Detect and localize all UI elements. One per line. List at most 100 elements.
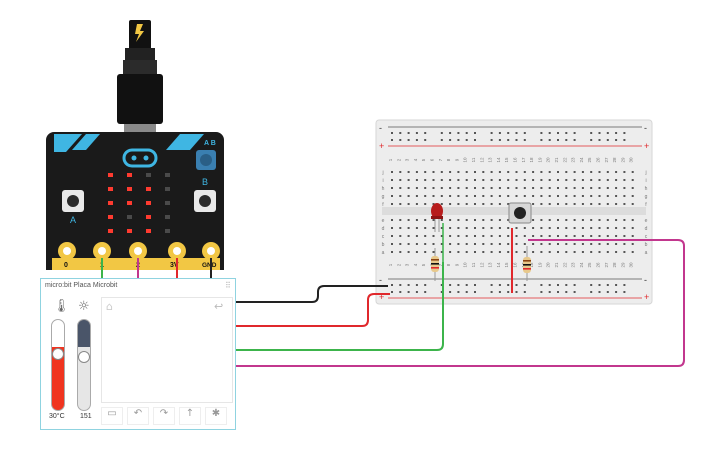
temperature-slider[interactable] bbox=[51, 319, 65, 411]
column-number: 4 bbox=[413, 158, 418, 161]
row-letter: d bbox=[382, 226, 385, 232]
column-number: 5 bbox=[421, 263, 426, 266]
row-letter: c bbox=[645, 234, 648, 240]
panel-drag-handle[interactable]: ⠿ bbox=[225, 281, 231, 290]
thermometer-icon: 🌡 bbox=[53, 299, 70, 314]
column-number: 1 bbox=[388, 263, 393, 266]
gesture-freefall-button[interactable]: ✱ bbox=[205, 407, 227, 425]
light-slider[interactable] bbox=[77, 319, 91, 411]
rotate-icon[interactable]: ↩ bbox=[214, 300, 224, 313]
column-number: 10 bbox=[463, 157, 468, 163]
column-number: 8 bbox=[446, 263, 451, 266]
led-0-4 bbox=[108, 229, 113, 233]
column-number: 20 bbox=[546, 262, 551, 268]
pushbutton[interactable] bbox=[508, 202, 532, 224]
column-number: 26 bbox=[596, 262, 601, 268]
led-matrix bbox=[108, 173, 170, 233]
pin-gnd-label: GND bbox=[202, 262, 217, 269]
led-1-1 bbox=[127, 187, 132, 191]
column-number: 7 bbox=[438, 158, 443, 161]
panel-title: micro:bit Placa Microbit bbox=[45, 282, 118, 289]
top-rail-minus: - bbox=[379, 123, 382, 133]
light-value: 151 bbox=[80, 413, 92, 420]
column-number: 5 bbox=[421, 158, 426, 161]
svg-text:A: A bbox=[70, 215, 76, 225]
gesture-tilt-left-button[interactable]: ↶ bbox=[127, 407, 149, 425]
gesture-face-up-button[interactable]: ↑ bbox=[179, 407, 201, 425]
gesture-shake-button[interactable]: ▭ bbox=[101, 407, 123, 425]
column-number: 9 bbox=[454, 158, 459, 161]
column-number: 22 bbox=[562, 262, 567, 268]
svg-text:+: + bbox=[644, 292, 649, 302]
led-2-2 bbox=[146, 201, 151, 205]
row-letter: i bbox=[382, 178, 383, 184]
row-letter: e bbox=[382, 218, 385, 224]
row-letter: j bbox=[644, 170, 646, 176]
column-number: 14 bbox=[496, 262, 501, 268]
column-number: 16 bbox=[513, 262, 518, 268]
led-2-1 bbox=[146, 187, 151, 191]
row-letter: g bbox=[382, 194, 385, 200]
bottom-rail-plus: + bbox=[379, 292, 384, 302]
resistor-led[interactable] bbox=[431, 248, 439, 281]
column-number: 18 bbox=[529, 157, 534, 163]
bottom-rail-minus: - bbox=[379, 275, 382, 285]
column-number: 26 bbox=[596, 157, 601, 163]
led-2-3 bbox=[146, 215, 151, 219]
column-number: 7 bbox=[438, 263, 443, 266]
column-number: 14 bbox=[496, 157, 501, 163]
resistor-button[interactable] bbox=[523, 246, 531, 281]
column-number: 20 bbox=[546, 157, 551, 163]
column-number: 21 bbox=[554, 157, 559, 163]
column-number: 24 bbox=[579, 262, 584, 268]
red-led[interactable] bbox=[431, 203, 443, 232]
row-letter: b bbox=[645, 242, 648, 248]
column-number: 3 bbox=[405, 158, 410, 161]
button-a[interactable] bbox=[62, 190, 84, 212]
light-slider-knob[interactable] bbox=[78, 350, 90, 363]
usb-plug-icon bbox=[117, 20, 163, 132]
column-number: 10 bbox=[463, 262, 468, 268]
column-number: 1 bbox=[388, 158, 393, 161]
column-number: 16 bbox=[513, 157, 518, 163]
column-number: 11 bbox=[471, 157, 476, 162]
column-number: 12 bbox=[479, 262, 484, 268]
row-letter: c bbox=[382, 234, 385, 240]
gesture-area[interactable]: ⌂ ↩ bbox=[101, 297, 233, 403]
button-b[interactable] bbox=[194, 190, 216, 212]
column-number: 25 bbox=[587, 157, 592, 163]
column-number: 18 bbox=[529, 262, 534, 268]
led-0-1 bbox=[108, 187, 113, 191]
column-number: 30 bbox=[629, 262, 634, 268]
column-number: 19 bbox=[537, 157, 542, 163]
row-letter: e bbox=[645, 218, 648, 224]
column-number: 27 bbox=[604, 157, 609, 163]
column-number: 25 bbox=[587, 262, 592, 268]
column-number: 17 bbox=[521, 157, 526, 163]
led-0-3 bbox=[108, 215, 113, 219]
column-number: 22 bbox=[562, 157, 567, 163]
row-letter: f bbox=[382, 202, 384, 208]
column-number: 2 bbox=[396, 158, 401, 161]
microbit-board: A B A B bbox=[46, 132, 224, 270]
top-rail-plus: + bbox=[379, 141, 384, 151]
column-number: 6 bbox=[430, 158, 435, 161]
row-letter: a bbox=[645, 250, 648, 256]
column-number: 23 bbox=[571, 262, 576, 268]
column-number: 19 bbox=[537, 262, 542, 268]
column-number: 13 bbox=[488, 262, 493, 268]
microbit-logo[interactable] bbox=[122, 148, 158, 168]
house-icon[interactable]: ⌂ bbox=[106, 300, 113, 313]
column-number: 3 bbox=[405, 263, 410, 266]
column-number: 4 bbox=[413, 263, 418, 266]
column-number: 30 bbox=[629, 157, 634, 163]
column-number: 12 bbox=[479, 157, 484, 163]
wire-gnd[interactable] bbox=[210, 258, 388, 303]
column-number: 27 bbox=[604, 262, 609, 268]
pin-0-label: 0 bbox=[64, 262, 68, 269]
row-letter: f bbox=[645, 202, 647, 208]
column-number: 11 bbox=[471, 262, 476, 267]
temperature-slider-knob[interactable] bbox=[52, 347, 64, 360]
gesture-tilt-right-button[interactable]: ↷ bbox=[153, 407, 175, 425]
led-1-2 bbox=[127, 201, 132, 205]
